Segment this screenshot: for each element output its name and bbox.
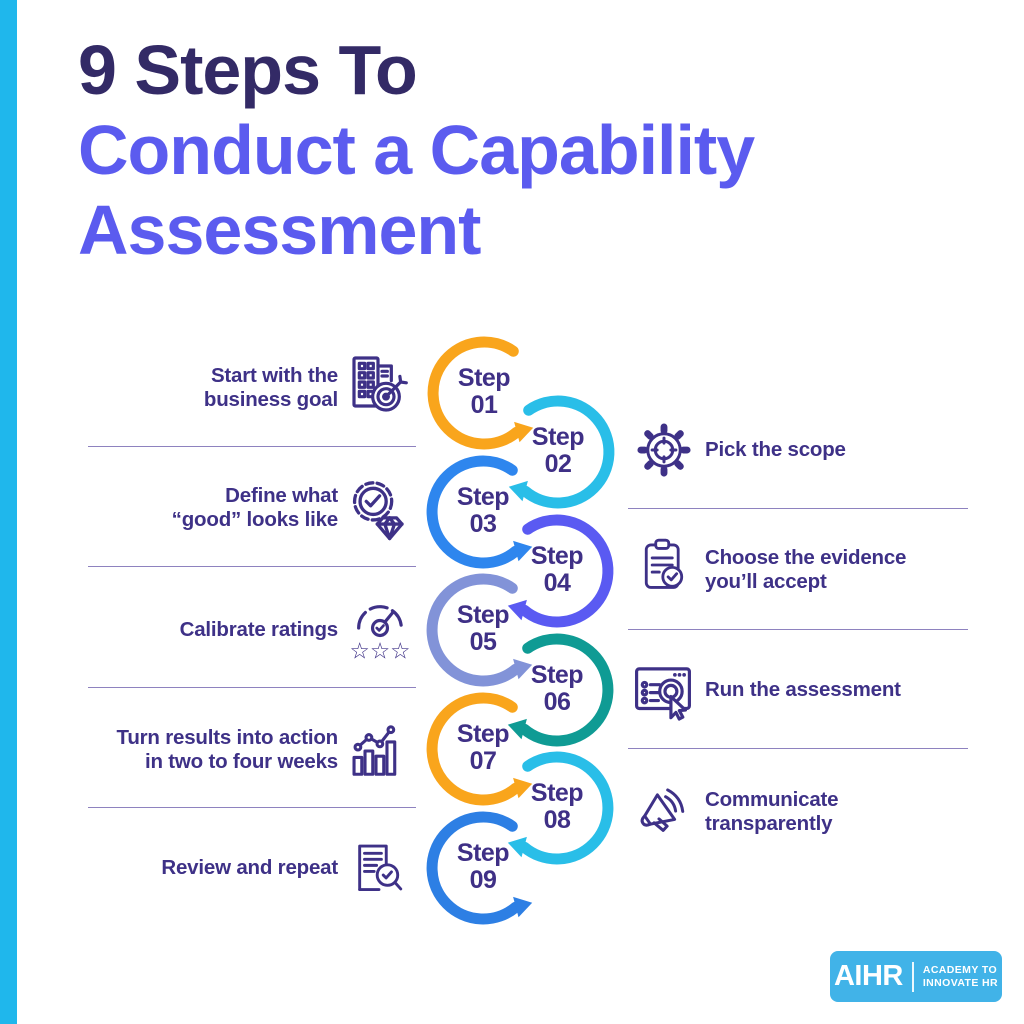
- circular-arrow-icon: [426, 455, 533, 569]
- step-02-label: Pick the scope: [705, 438, 846, 461]
- divider-line: [88, 446, 416, 447]
- circular-arrow-icon: [426, 692, 533, 806]
- circular-arrow-icon: [507, 514, 614, 628]
- title-line-3: Assessment: [78, 191, 481, 269]
- step-06-label: Run the assessment: [705, 678, 901, 701]
- divider-line: [88, 807, 416, 808]
- divider-line: [628, 748, 968, 749]
- step-07-label: Turn results into action in two to four …: [116, 726, 339, 773]
- divider-line: [628, 508, 968, 509]
- quality-badge-diamond-icon: [347, 478, 413, 544]
- step-05-label: Calibrate ratings: [179, 618, 339, 641]
- divider-line: [628, 629, 968, 630]
- circular-arrow-icon: [427, 336, 534, 450]
- circular-arrow-icon: [426, 573, 533, 687]
- aihr-logo-tagline: ACADEMY TO INNOVATE HR: [922, 964, 999, 989]
- gear-scope-icon: [634, 420, 694, 480]
- circular-arrow-icon: [507, 633, 614, 747]
- browser-click-icon: [630, 658, 696, 722]
- left-accent-stripe: [0, 0, 17, 1024]
- step-04-label: Choose the evidence you’ll accept: [705, 546, 907, 593]
- step-01-label: Start with the business goal: [203, 364, 338, 411]
- step-09-label: Review and repeat: [161, 856, 338, 879]
- svg-text:☆☆☆: ☆☆☆: [350, 639, 411, 664]
- building-target-icon: [346, 352, 410, 420]
- megaphone-icon: [632, 782, 692, 842]
- document-magnifier-icon: [350, 838, 408, 900]
- page-title: 9 Steps To Conduct a Capability Assessme…: [78, 30, 755, 270]
- title-line-1: 9 Steps To: [78, 31, 418, 109]
- title-line-2: Conduct a Capability: [78, 111, 755, 189]
- aihr-logo-brand: AIHR: [833, 960, 903, 992]
- step-03-label: Define what “good” looks like: [171, 484, 339, 531]
- gauge-stars-icon: ☆☆☆: [348, 592, 412, 664]
- bar-chart-trend-icon: [345, 720, 407, 782]
- clipboard-check-icon: [638, 534, 690, 596]
- circular-arrow-icon: [508, 395, 615, 509]
- divider-line: [88, 687, 416, 688]
- divider-line: [88, 566, 416, 567]
- circular-arrow-icon: [507, 751, 614, 865]
- aihr-logo: AIHR ACADEMY TO INNOVATE HR: [830, 951, 1002, 1002]
- step-08-label: Communicate transparently: [705, 788, 839, 835]
- logo-divider: [911, 961, 914, 992]
- circular-arrow-icon: [426, 811, 533, 925]
